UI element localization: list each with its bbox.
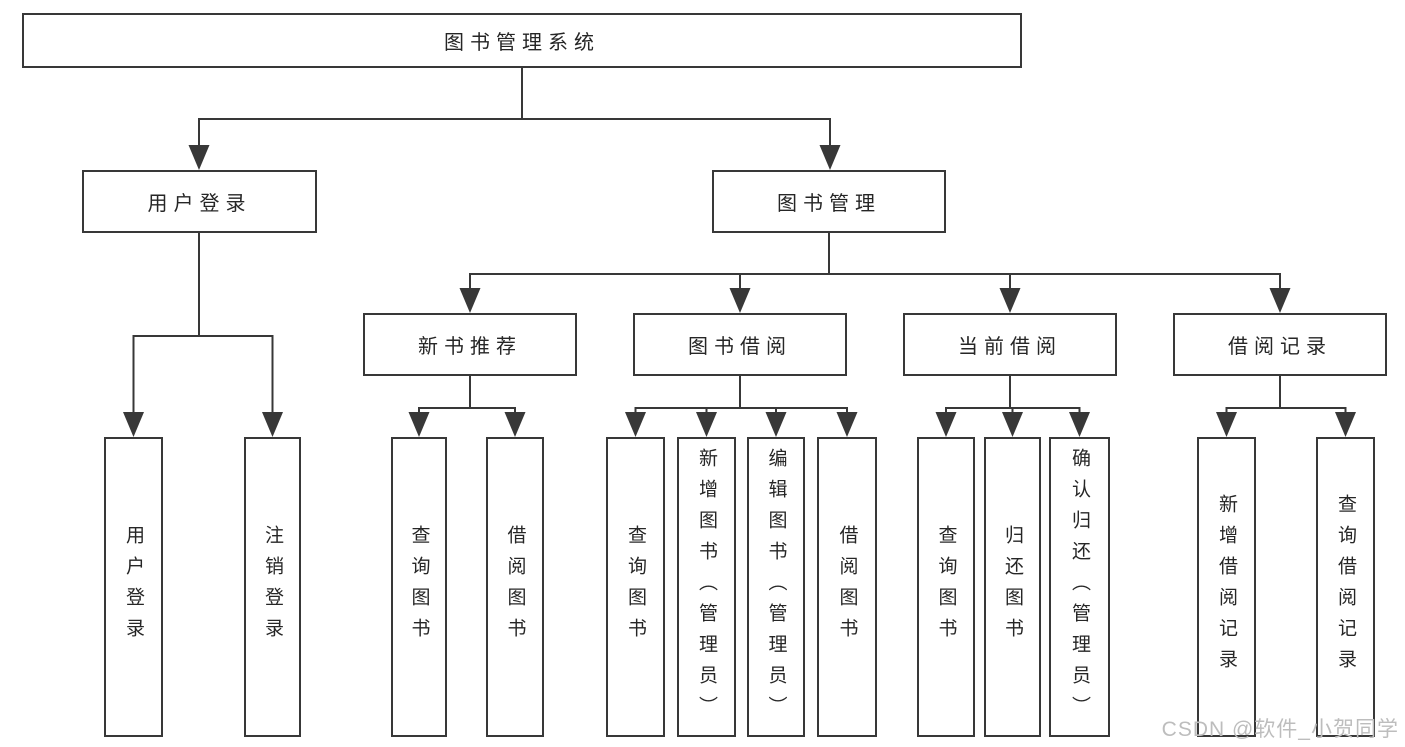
node-root: 图书管理系统 [22,13,1022,68]
node-new-book-recommendation: 新书推荐 [363,313,577,376]
node-book-borrowing: 图书借阅 [633,313,847,376]
node-borrowing-records: 借阅记录 [1173,313,1387,376]
node-book-management: 图书管理 [712,170,946,233]
node-leaf-edit-books-admin: 编辑图书（管理员） [747,437,805,737]
csdn-watermark: CSDN @软件_小贺同学 [1161,718,1399,741]
node-current-borrowing: 当前借阅 [903,313,1117,376]
node-leaf-query-borrow-record: 查询借阅记录 [1316,437,1375,737]
node-leaf-query-books-borrowing: 查询图书 [606,437,665,737]
node-user-login: 用户登录 [82,170,317,233]
node-leaf-user-login: 用户登录 [104,437,163,737]
node-leaf-query-books-recommend: 查询图书 [391,437,447,737]
node-leaf-borrow-books-borrowing: 借阅图书 [817,437,877,737]
node-leaf-add-books-admin: 新增图书（管理员） [677,437,736,737]
node-leaf-return-books: 归还图书 [984,437,1041,737]
node-leaf-add-borrow-record: 新增借阅记录 [1197,437,1256,737]
node-leaf-query-books-current: 查询图书 [917,437,975,737]
node-leaf-borrow-books-recommend: 借阅图书 [486,437,544,737]
node-leaf-logout-login: 注销登录 [244,437,301,737]
node-leaf-confirm-return-admin: 确认归还（管理员） [1049,437,1110,737]
